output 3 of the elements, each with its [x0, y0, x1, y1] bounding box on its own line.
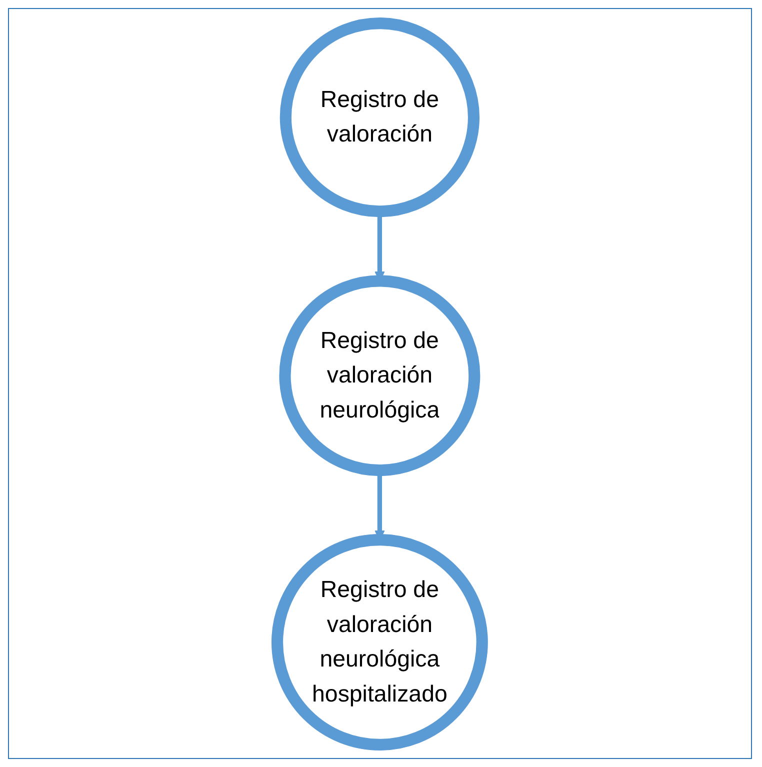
node-circle: Registro de valoración [280, 17, 480, 217]
node-circle: Registro de valoración neurológica hospitalizado [272, 534, 488, 750]
node-circle: Registro de valoración neurológica [280, 274, 480, 476]
